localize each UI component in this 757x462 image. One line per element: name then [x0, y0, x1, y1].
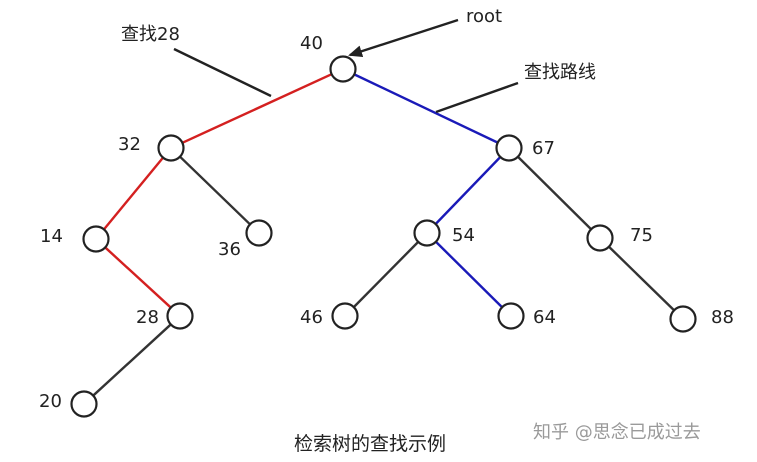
node-circle: [331, 302, 359, 330]
edge-40-67: [353, 73, 499, 144]
tree-node-46: 46: [300, 302, 359, 330]
tree-node-28: 28: [136, 302, 194, 330]
node-circle: [669, 305, 697, 333]
edge-67-54: [434, 156, 502, 225]
search-28-pointer: [173, 47, 272, 98]
node-circle: [82, 225, 110, 253]
node-circle: [245, 219, 273, 247]
tree-node-36: 36: [218, 219, 273, 260]
tree-node-40: 40: [300, 33, 357, 83]
node-label: 36: [218, 239, 241, 260]
tree-node-88: 88: [669, 305, 734, 333]
edge-67-75: [517, 155, 592, 231]
node-circle: [497, 302, 525, 330]
node-circle: [166, 302, 194, 330]
tree-node-20: 20: [39, 390, 98, 418]
tree-node-14: 14: [40, 225, 110, 253]
node-circle: [586, 224, 614, 252]
tree-node-54: 54: [413, 219, 475, 247]
watermark: 知乎 @思念已成过去: [533, 421, 701, 443]
tree-node-32: 32: [118, 134, 185, 162]
edges-layer: [92, 73, 675, 397]
search-28-annotation: 查找28: [121, 24, 180, 45]
annotation-pointers: [173, 18, 519, 114]
tree-node-64: 64: [497, 302, 556, 330]
diagram-caption: 检索树的查找示例: [294, 433, 446, 455]
node-label: 28: [136, 307, 159, 328]
search-route-annotation: 查找路线: [524, 62, 596, 83]
node-label: 88: [711, 307, 734, 328]
edge-32-14: [103, 156, 164, 231]
node-circle: [495, 134, 523, 162]
node-label: 75: [630, 225, 653, 246]
node-circle: [70, 390, 98, 418]
node-label: 67: [532, 138, 555, 159]
edge-32-36: [179, 155, 251, 226]
root-annotation: root: [466, 6, 502, 27]
node-label: 40: [300, 33, 323, 54]
node-label: 46: [300, 307, 323, 328]
edge-14-28: [104, 246, 172, 309]
node-circle: [329, 55, 357, 83]
tree-node-75: 75: [586, 224, 653, 252]
node-label: 54: [452, 225, 475, 246]
nodes-layer: 40 32 67 14 36 54 75 28 46 64 88 20: [39, 33, 734, 418]
node-label: 64: [533, 307, 556, 328]
node-label: 20: [39, 391, 62, 412]
edge-28-20: [92, 323, 172, 397]
edge-75-88: [608, 245, 675, 312]
tree-node-67: 67: [495, 134, 555, 162]
edge-54-46: [352, 241, 420, 308]
node-circle: [413, 219, 441, 247]
node-label: 14: [40, 226, 63, 247]
edge-40-32: [181, 73, 333, 144]
node-circle: [157, 134, 185, 162]
root-arrow: [348, 18, 459, 58]
search-route-pointer: [435, 81, 519, 114]
node-label: 32: [118, 134, 141, 155]
edge-54-64: [435, 240, 503, 309]
